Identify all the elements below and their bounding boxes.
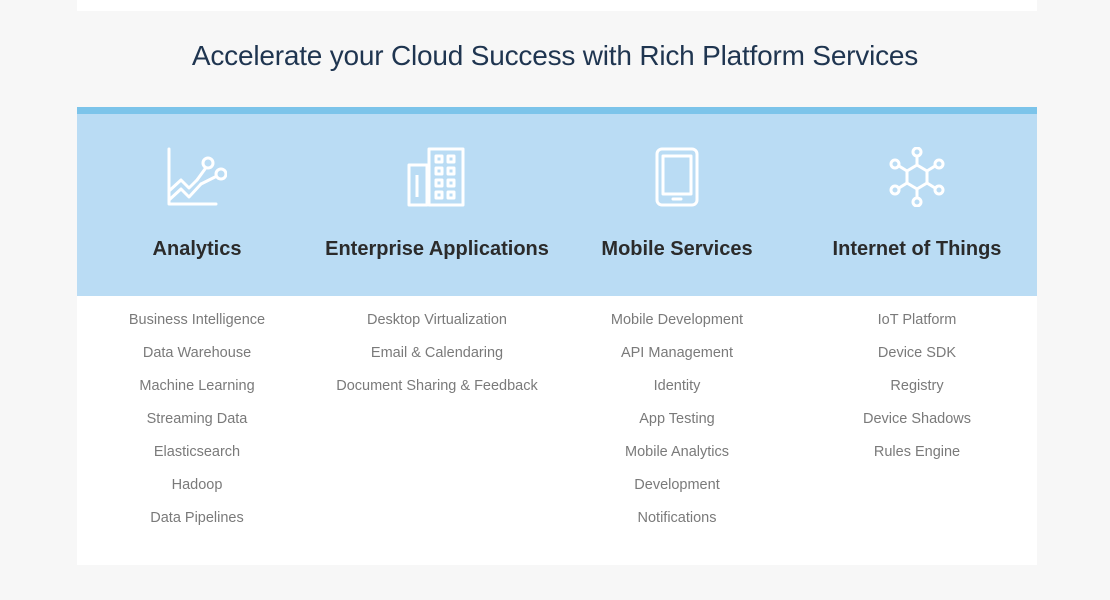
service-link[interactable]: Notifications	[637, 510, 717, 526]
service-link[interactable]: Email & Calendaring	[370, 345, 504, 361]
service-link[interactable]: Device Shadows	[863, 411, 971, 427]
service-link[interactable]: Device SDK	[877, 345, 957, 361]
service-link[interactable]: Machine Learning	[139, 378, 255, 394]
section-headline: Accelerate your Cloud Success with Rich …	[191, 40, 919, 71]
service-link[interactable]: App Testing	[639, 411, 715, 427]
service-link[interactable]: IoT Platform	[877, 312, 957, 328]
service-link[interactable]: Data Warehouse	[142, 345, 252, 361]
category-title: Analytics	[152, 238, 242, 260]
service-link[interactable]: Streaming Data	[146, 411, 248, 427]
category-analytics: Analytics Business Intelligence Data War…	[77, 107, 317, 565]
iot-network-icon	[887, 147, 947, 207]
category-mobile-services: Mobile Services Mobile Development API M…	[557, 107, 797, 565]
enterprise-service-list: Desktop Virtualization Email & Calendari…	[317, 310, 557, 409]
service-link[interactable]: Development	[634, 477, 720, 493]
mobile-service-list: Mobile Development API Management Identi…	[557, 310, 797, 541]
service-link[interactable]: Identity	[653, 378, 701, 394]
services-band	[77, 107, 1037, 296]
service-link[interactable]: Hadoop	[171, 477, 223, 493]
service-link[interactable]: Elasticsearch	[153, 444, 241, 460]
category-title: Mobile Services	[601, 238, 753, 260]
iot-service-list: IoT Platform Device SDK Registry Device …	[797, 310, 1037, 475]
service-link[interactable]: Desktop Virtualization	[367, 312, 507, 328]
previous-section-card	[77, 0, 1037, 11]
service-link[interactable]: Registry	[890, 378, 944, 394]
service-link[interactable]: Mobile Analytics	[625, 444, 729, 460]
analytics-service-list: Business Intelligence Data Warehouse Mac…	[77, 310, 317, 541]
category-title: Enterprise Applications	[325, 238, 549, 260]
service-link[interactable]: Data Pipelines	[150, 510, 244, 526]
service-link[interactable]: Business Intelligence	[128, 312, 266, 328]
service-link[interactable]: Mobile Development	[610, 312, 744, 328]
category-internet-of-things: Internet of Things IoT Platform Device S…	[797, 107, 1037, 565]
service-link[interactable]: Rules Engine	[873, 444, 961, 460]
category-enterprise-applications: Enterprise Applications Desktop Virtuali…	[317, 107, 557, 565]
chart-line-icon	[167, 147, 227, 207]
tablet-icon	[647, 147, 707, 207]
service-link[interactable]: API Management	[620, 345, 734, 361]
service-link[interactable]: Document Sharing & Feedback	[336, 378, 538, 394]
services-panel: Analytics Business Intelligence Data War…	[77, 107, 1037, 565]
building-icon	[407, 147, 467, 207]
category-title: Internet of Things	[832, 238, 1002, 260]
